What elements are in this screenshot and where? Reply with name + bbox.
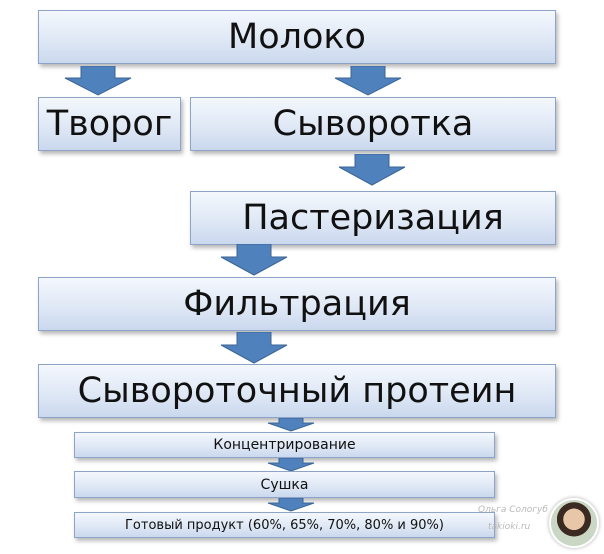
step-pasteurization: Пастеризация <box>190 191 556 245</box>
step-final-product: Готовый продукт (60%, 65%, 70%, 80% и 90… <box>74 512 495 538</box>
arrow-milk-to-curd <box>64 66 132 96</box>
step-curd: Творог <box>38 97 181 151</box>
step-filtration-label: Фильтрация <box>183 284 411 324</box>
step-whey-protein-label: Сывороточный протеин <box>77 371 517 411</box>
arrow-drying-to-final-product <box>267 498 315 512</box>
watermark-site: takioki.ru <box>488 522 531 532</box>
arrow-whey-to-pasteurization <box>338 154 406 186</box>
step-curd-label: Творог <box>46 104 173 144</box>
step-final-product-label: Готовый продукт (60%, 65%, 70%, 80% и 90… <box>125 517 444 533</box>
step-drying-label: Сушка <box>260 476 309 493</box>
step-concentration: Концентрирование <box>74 432 495 458</box>
step-whey-protein: Сывороточный протеин <box>38 364 556 418</box>
arrow-filtration-to-whey-protein <box>220 332 288 364</box>
arrow-concentration-to-drying <box>267 458 315 472</box>
arrow-pasteurization-to-filtration <box>220 244 288 276</box>
step-whey: Сыворотка <box>190 97 556 151</box>
step-pasteurization-label: Пастеризация <box>242 198 504 238</box>
arrow-whey-protein-to-concentration <box>267 418 315 432</box>
step-drying: Сушка <box>74 471 495 498</box>
watermark-author: Ольга Сологуб <box>478 505 548 515</box>
author-avatar <box>551 500 597 546</box>
step-concentration-label: Концентрирование <box>213 437 356 453</box>
arrow-milk-to-whey <box>334 66 402 96</box>
step-whey-label: Сыворотка <box>272 104 474 144</box>
step-filtration: Фильтрация <box>38 277 556 331</box>
step-milk-label: Молоко <box>228 17 366 57</box>
step-milk: Молоко <box>38 10 556 64</box>
